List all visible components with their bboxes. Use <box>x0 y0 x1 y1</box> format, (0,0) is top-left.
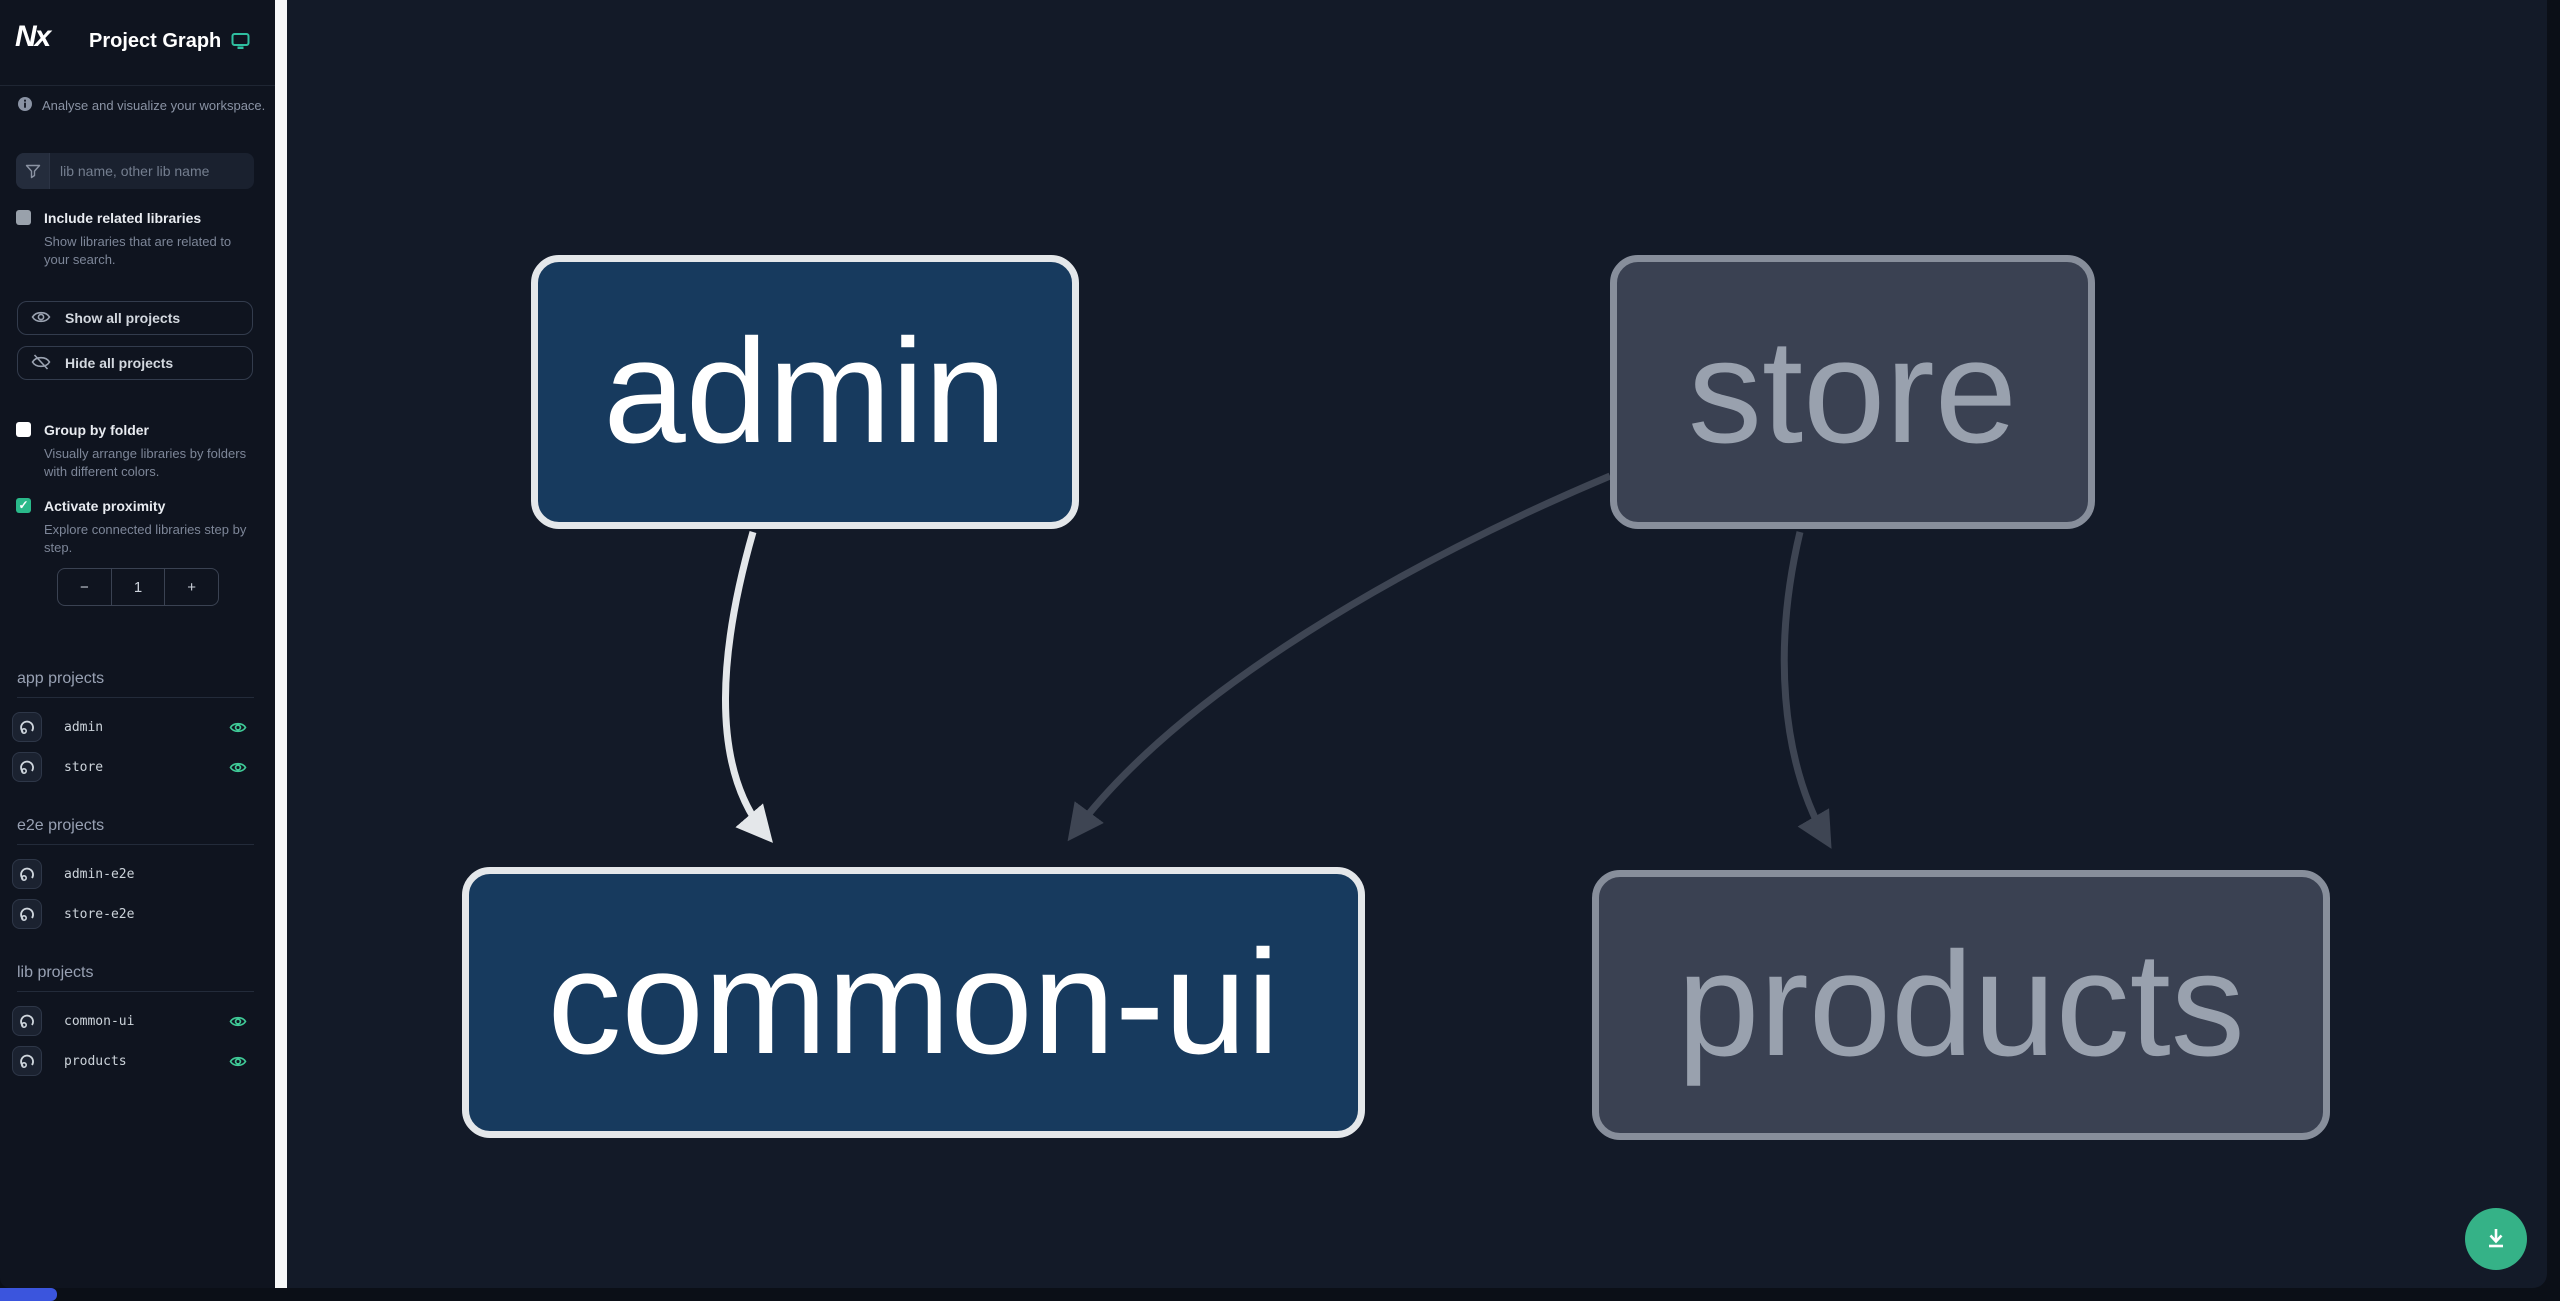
focus-icon[interactable] <box>12 899 42 929</box>
graph-node-admin[interactable]: admin <box>531 255 1079 529</box>
edge-admin-to-common-ui[interactable] <box>722 531 773 843</box>
project-name: store-e2e <box>64 906 135 922</box>
proximity-value: 1 <box>110 569 165 605</box>
focus-icon[interactable] <box>12 859 42 889</box>
proximity-decrement-button[interactable]: − <box>79 578 89 596</box>
project-name: admin <box>64 719 104 735</box>
proximity-increment-button[interactable]: + <box>164 569 218 605</box>
download-graph-button[interactable] <box>2465 1208 2527 1270</box>
project-row-store[interactable]: store <box>12 752 262 782</box>
project-row-admin-e2e[interactable]: admin-e2e <box>12 859 262 889</box>
section-lib-projects: lib projects <box>17 964 254 992</box>
project-name: store <box>64 759 104 775</box>
monitor-icon <box>231 32 250 56</box>
hide-all-projects-label: Hide all projects <box>65 355 174 371</box>
graph-canvas[interactable]: admin store common-ui products <box>287 0 2547 1288</box>
section-title: lib projects <box>17 964 94 981</box>
download-icon <box>2483 1225 2509 1254</box>
toggle-visibility-eye-icon[interactable] <box>229 1014 247 1029</box>
sidebar-header: Nx Project Graph <box>0 0 275 86</box>
edge-store-to-products[interactable] <box>1780 531 1832 849</box>
toggle-visibility-eye-icon[interactable] <box>229 1054 247 1069</box>
include-related-checkbox[interactable] <box>16 210 31 225</box>
focus-icon[interactable] <box>12 752 42 782</box>
toggle-visibility-eye-icon[interactable] <box>229 720 247 735</box>
proximity-stepper: − 1 + <box>57 568 219 606</box>
activate-proximity-row: ✓ Activate proximity Explore connected l… <box>16 498 258 557</box>
project-name: common-ui <box>64 1013 135 1029</box>
sidebar: Nx Project Graph Analyse and visualize y… <box>0 0 275 1288</box>
edge-store-to-common-ui[interactable] <box>1067 472 1612 842</box>
nx-logo: Nx <box>15 20 51 53</box>
project-name: admin-e2e <box>64 866 135 882</box>
filter-icon <box>16 153 50 189</box>
search-input[interactable] <box>50 153 254 189</box>
section-app-projects: app projects <box>17 670 254 698</box>
tagline-text: Analyse and visualize your workspace. <box>42 98 266 113</box>
group-by-folder-label: Group by folder <box>44 422 149 438</box>
group-by-folder-checkbox[interactable] <box>16 422 31 437</box>
project-row-admin[interactable]: admin <box>12 712 262 742</box>
include-related-description: Show libraries that are related to your … <box>44 234 232 267</box>
project-row-products[interactable]: products <box>12 1046 262 1076</box>
graph-node-products[interactable]: products <box>1592 870 2330 1140</box>
project-name: products <box>64 1053 127 1069</box>
focus-icon[interactable] <box>12 1046 42 1076</box>
search-box <box>16 153 254 189</box>
activate-proximity-checkbox[interactable]: ✓ <box>16 498 31 513</box>
activate-proximity-description: Explore connected libraries step by step… <box>44 522 247 555</box>
activate-proximity-label: Activate proximity <box>44 498 166 514</box>
focus-icon[interactable] <box>12 712 42 742</box>
project-row-common-ui[interactable]: common-ui <box>12 1006 262 1036</box>
sidebar-resize-gutter[interactable] <box>275 0 287 1288</box>
show-all-projects-button[interactable]: Show all projects <box>17 301 253 335</box>
horizontal-scrollbar-thumb[interactable] <box>0 1288 57 1301</box>
section-e2e-projects: e2e projects <box>17 817 254 845</box>
graph-node-store[interactable]: store <box>1610 255 2095 529</box>
eye-off-icon <box>31 353 51 373</box>
edges-svg <box>722 472 1832 849</box>
group-by-folder-row: Group by folder Visually arrange librari… <box>16 422 258 481</box>
project-row-store-e2e[interactable]: store-e2e <box>12 899 262 929</box>
group-by-folder-description: Visually arrange libraries by folders wi… <box>44 446 247 479</box>
include-related-row: Include related libraries Show libraries… <box>16 210 258 269</box>
section-title: app projects <box>17 670 105 687</box>
tagline-row: Analyse and visualize your workspace. <box>18 97 265 114</box>
focus-icon[interactable] <box>12 1006 42 1036</box>
page-title: Project Graph <box>89 30 222 52</box>
eye-icon <box>31 309 51 328</box>
hide-all-projects-button[interactable]: Hide all projects <box>17 346 253 380</box>
section-title: e2e projects <box>17 817 105 834</box>
show-all-projects-label: Show all projects <box>65 310 181 326</box>
toggle-visibility-eye-icon[interactable] <box>229 760 247 775</box>
graph-node-common-ui[interactable]: common-ui <box>462 867 1365 1138</box>
include-related-label: Include related libraries <box>44 210 202 226</box>
info-icon <box>18 97 32 114</box>
